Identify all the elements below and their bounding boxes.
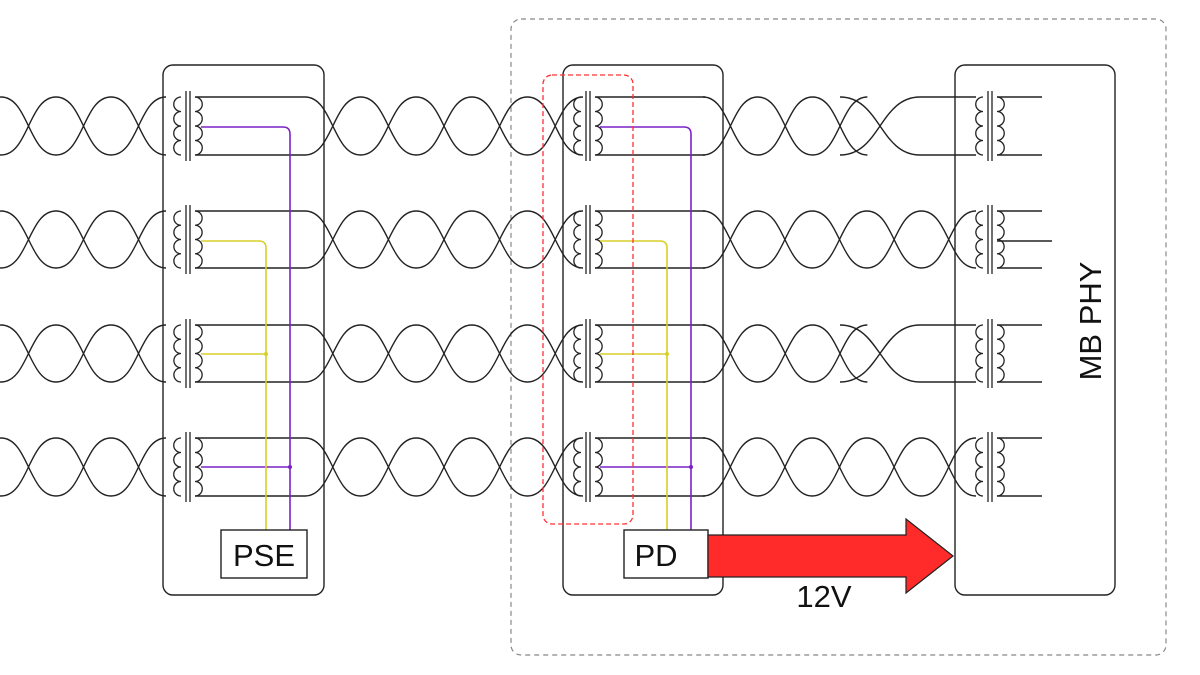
pse-module-box (162, 64, 325, 596)
pse-transformer-2-secondary-coil (194, 210, 203, 269)
cable-right-pair-1-tail-b (839, 96, 976, 156)
cable-left-pair-2-wire-b (0, 210, 167, 269)
transformers (173, 91, 1052, 502)
cable-middle-pair-4-wire-b (304, 437, 584, 497)
voltage-label: 12V (796, 579, 851, 614)
pse-transformer-3-secondary-coil (194, 324, 203, 383)
cable-right-pair-3-wire-b (702, 324, 868, 383)
power-arrow (707, 517, 954, 595)
cable-right-pair-3-tail-a (839, 324, 976, 383)
pd-transformer-highlight (542, 74, 634, 525)
pd-transformer-2-primary-coil (573, 210, 582, 269)
pd-transformer-2-secondary-coil (594, 210, 603, 269)
pd-label: PD (634, 538, 677, 573)
cable-middle-pair-3-wire-b (304, 324, 584, 383)
cable-left-pair-3-wire-b (0, 324, 167, 383)
cable-left-pair-4-wire-b (0, 437, 167, 497)
pd-transformer-4-secondary-coil (594, 437, 603, 497)
cable-right-pair-2-wire-b (702, 210, 977, 269)
cable-right-pair-3-tail-b (839, 324, 976, 383)
cable-left-pair-3-wire-a (0, 324, 167, 383)
pse-label: PSE (233, 538, 295, 573)
pse-transformer-1-primary-coil (173, 96, 182, 156)
pd-transformer-3-primary-coil (573, 324, 582, 383)
phy-transformer-3-secondary-coil (996, 324, 1005, 383)
phy-transformer-2-primary-coil (975, 210, 984, 269)
cable-left-pair-4-wire-a (0, 437, 167, 497)
cable-right-pair-4-wire-b (702, 437, 977, 497)
phy-transformer-4-primary-coil (975, 437, 984, 497)
cable-middle-pair-2-wire-b (304, 210, 584, 269)
cable-middle-pair-1-wire-b (304, 96, 584, 156)
twisted-pairs (0, 96, 977, 497)
pse-transformer-3-primary-coil (173, 324, 182, 383)
cable-right-pair-1-wire-b (702, 96, 868, 156)
cable-left-pair-1-wire-b (0, 96, 167, 156)
pse-label-box (220, 529, 308, 579)
pse-center-tap-wiring (201, 126, 292, 530)
pse-transformer-4-primary-coil (173, 437, 182, 497)
pse-transformer-4-secondary-coil (194, 437, 203, 497)
pd-transformer-4-primary-coil (573, 437, 582, 497)
pd-side-enclosure (510, 18, 1167, 656)
phy-transformer-1-primary-coil (975, 96, 984, 156)
pse-transformer-2-primary-coil (173, 210, 182, 269)
phy-transformer-2-secondary-coil (996, 210, 1005, 269)
pse-transformer-1-secondary-coil (194, 96, 203, 156)
pd-label-box (623, 529, 709, 579)
phy-transformer-3-primary-coil (975, 324, 984, 383)
pd-transformer-3-secondary-coil (594, 324, 603, 383)
phy-transformer-4-secondary-coil (996, 437, 1005, 497)
pd-center-tap-wiring (600, 126, 693, 530)
phy-transformer-1-secondary-coil (996, 96, 1005, 156)
pd-transformer-1-primary-coil (573, 96, 582, 156)
cable-left-pair-1-wire-a (0, 96, 167, 156)
phy-label: MB PHY (1073, 262, 1108, 381)
pd-module-box (562, 64, 724, 596)
phy-module-box (954, 64, 1116, 596)
cable-left-pair-2-wire-a (0, 210, 167, 269)
cable-right-pair-1-tail-a (839, 96, 976, 156)
pd-transformer-1-secondary-coil (594, 96, 603, 156)
